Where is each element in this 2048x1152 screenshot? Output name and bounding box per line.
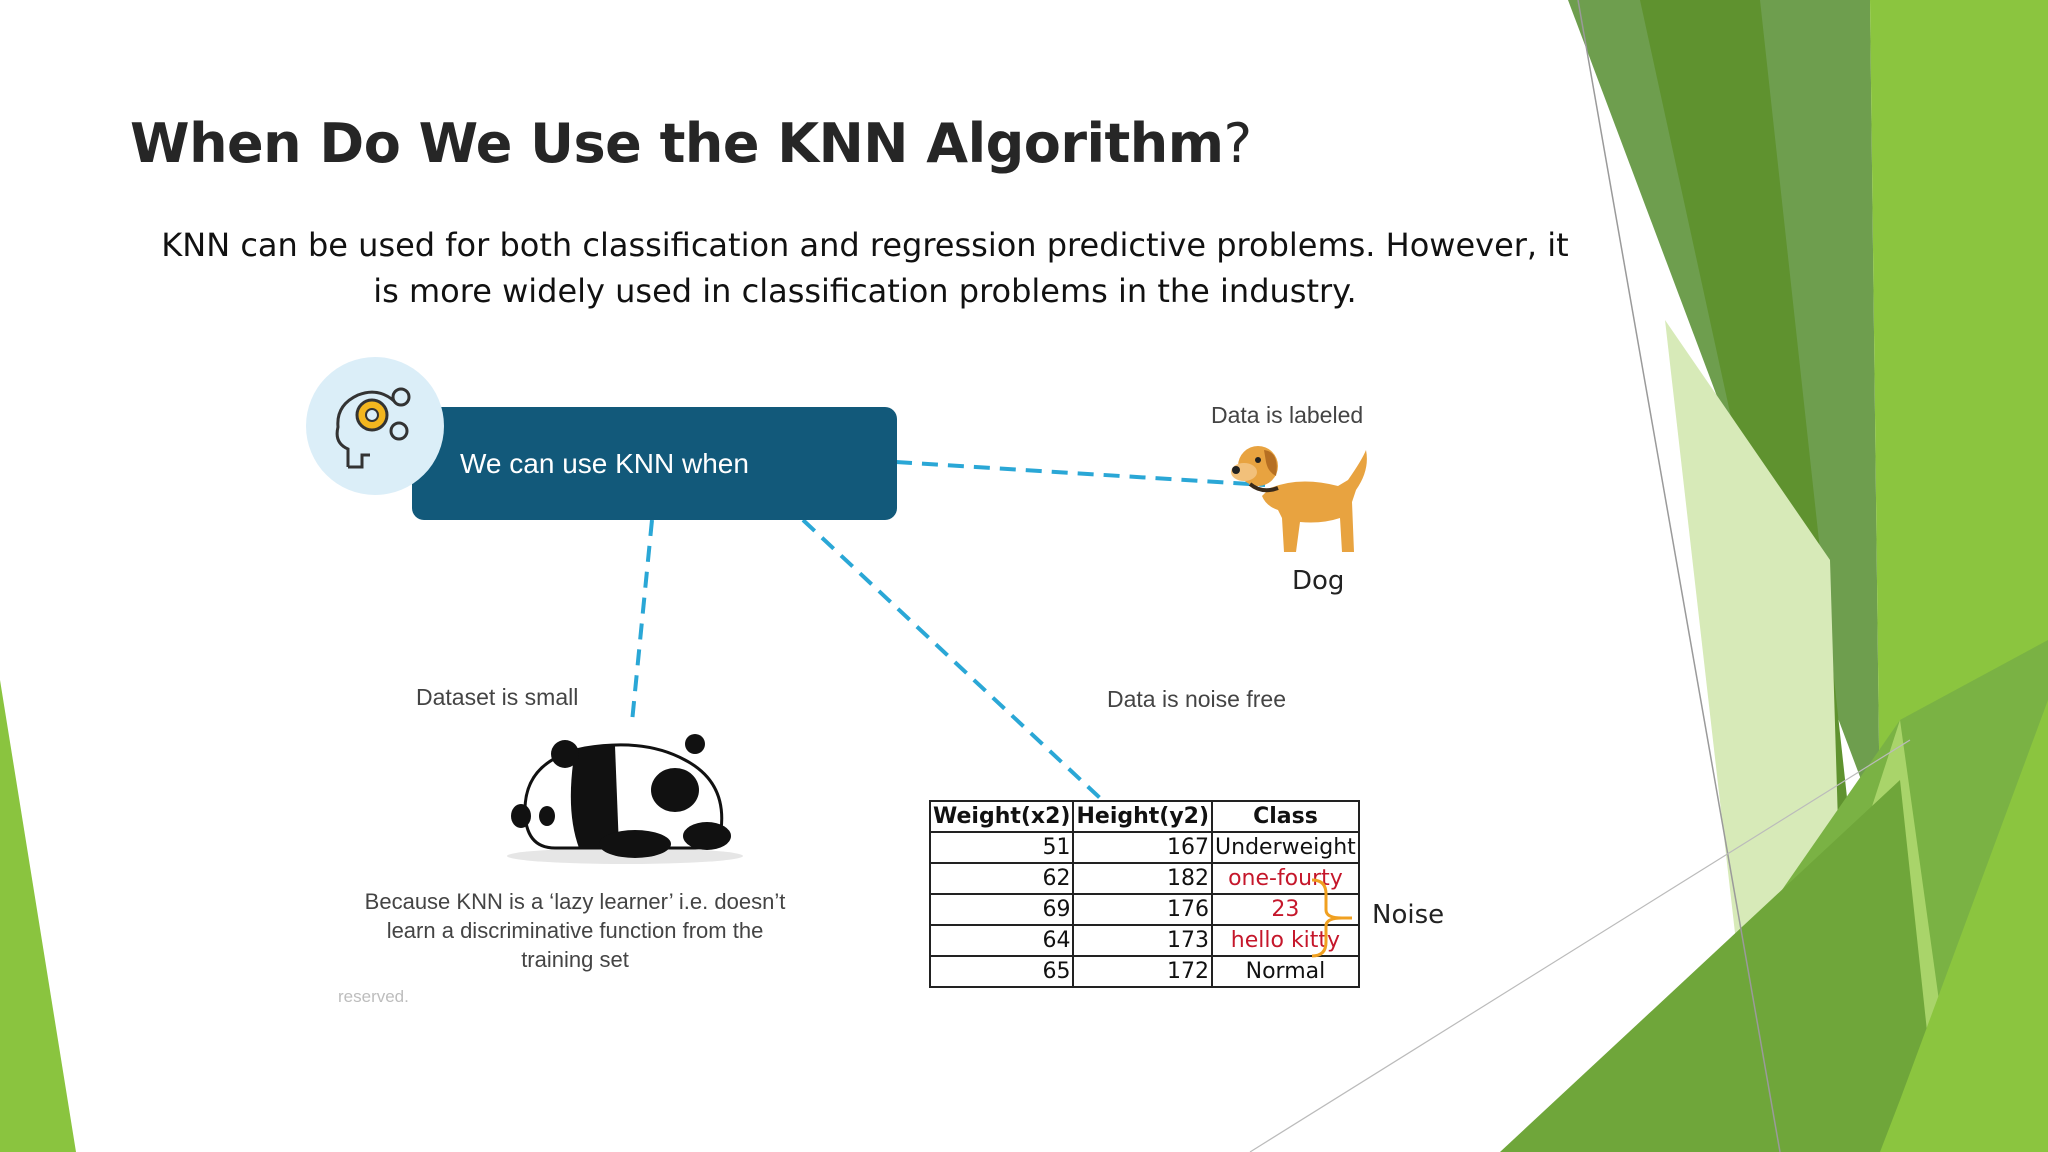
table-cell-noise: 23 — [1211, 893, 1360, 926]
table-cell: 62 — [928, 862, 1075, 895]
faint-watermark-text: reserved. — [338, 987, 409, 1006]
table-cell: 69 — [928, 893, 1075, 926]
table-row: 69 176 23 — [928, 893, 1360, 926]
intro-text: KNN can be used for both classification … — [161, 226, 1569, 310]
table-header-cell: Class — [1211, 800, 1360, 833]
noise-label: Noise — [1372, 900, 1445, 930]
noise-data-table: Weight(x2) Height(y2) Class 51 167 Under… — [928, 800, 1360, 988]
slide-title: When Do We Use the KNN Algorithm? — [130, 112, 1252, 175]
panda-caption: Because KNN is a ‘lazy learner’ i.e. doe… — [364, 889, 786, 972]
table-cell: Normal — [1211, 955, 1360, 988]
table-cell: 173 — [1072, 924, 1214, 957]
table-cell: 182 — [1072, 862, 1214, 895]
table-cell-noise: hello kitty — [1211, 924, 1360, 957]
table-header-cell: Weight(x2) — [928, 800, 1075, 833]
dog-icon — [1231, 446, 1367, 552]
head-gears-icon — [306, 357, 444, 495]
table-cell: 172 — [1072, 955, 1214, 988]
table-cell: Underweight — [1211, 831, 1360, 864]
green-shape-bright — [1870, 0, 2048, 830]
title-question-mark: ? — [1223, 112, 1253, 175]
table-row: 62 182 one-fourty — [928, 862, 1360, 895]
table-row: 51 167 Underweight — [928, 831, 1360, 864]
knn-box-label: We can use KNN when — [460, 447, 749, 479]
label-dataset-small: Dataset is small — [416, 684, 579, 710]
panda-icon — [507, 734, 743, 864]
knn-box: We can use KNN when — [412, 407, 897, 520]
table-row: 65 172 Normal — [928, 955, 1360, 988]
label-noise-free: Data is noise free — [1107, 686, 1286, 712]
green-shape-left — [0, 680, 76, 1152]
table-cell: 51 — [928, 831, 1075, 864]
label-data-labeled: Data is labeled — [1211, 402, 1364, 428]
table-cell: 176 — [1072, 893, 1214, 926]
table-cell: 64 — [928, 924, 1075, 957]
table-header-cell: Height(y2) — [1072, 800, 1214, 833]
dog-label: Dog — [1292, 566, 1345, 596]
connector-to-panda — [630, 519, 654, 723]
green-shape-bottom — [1500, 780, 1940, 1152]
noise-brace-icon — [1311, 878, 1352, 958]
title-text: When Do We Use the KNN Algorithm — [130, 112, 1224, 175]
table-cell-noise: one-fourty — [1211, 862, 1360, 895]
connector-to-table — [801, 518, 1102, 800]
table-cell: 65 — [928, 955, 1075, 988]
thin-line-1 — [1577, 0, 1781, 1152]
table-header-row: Weight(x2) Height(y2) Class — [928, 800, 1360, 833]
thin-line-2 — [1249, 739, 1911, 1152]
table-cell: 167 — [1072, 831, 1214, 864]
green-shape-right-bottom — [1880, 700, 2048, 1152]
connector-to-dog — [895, 460, 1266, 487]
table-row: 64 173 hello kitty — [928, 924, 1360, 957]
